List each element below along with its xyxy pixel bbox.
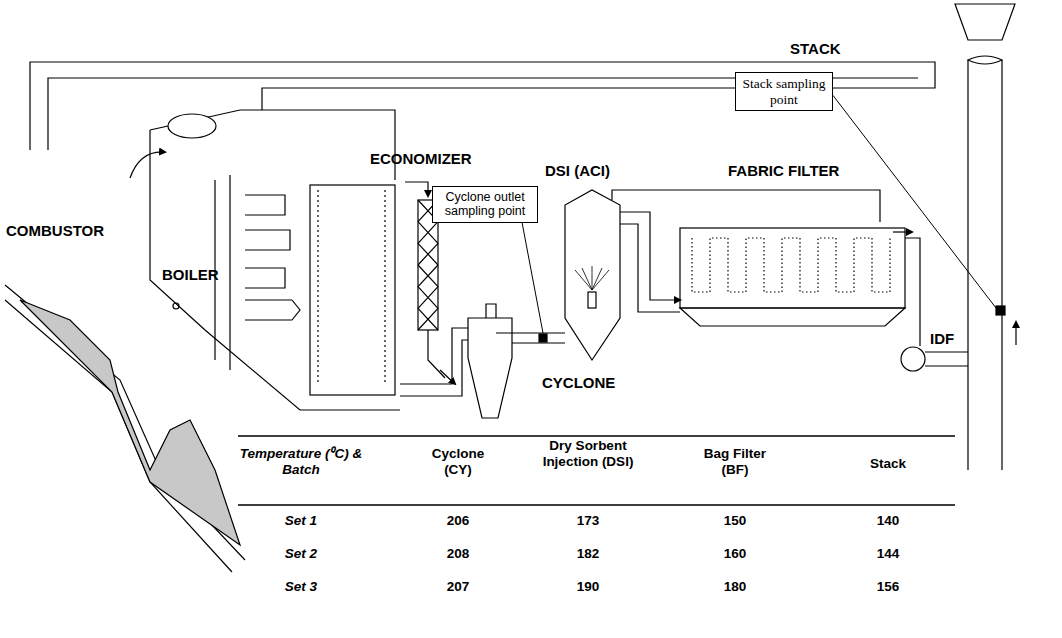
equipment-label: CYCLONE <box>542 374 615 391</box>
flue-duct <box>905 238 920 346</box>
equipment-label: STACK <box>790 40 841 57</box>
equipment-label: DSI (ACI) <box>545 162 610 179</box>
table-cell: 180 <box>690 579 780 595</box>
leader-line <box>522 223 543 333</box>
table-cell: 182 <box>538 546 638 562</box>
roof-duct <box>30 62 935 150</box>
table-cell: 140 <box>848 513 928 529</box>
flow-arrow <box>440 370 455 384</box>
table-cell: 208 <box>418 546 498 562</box>
flow-arrow <box>1015 322 1016 345</box>
flue-duct <box>400 328 468 396</box>
economizer-casing <box>310 185 395 395</box>
equipment-label: FABRIC FILTER <box>728 162 839 179</box>
sampling-point-marker <box>539 334 547 342</box>
flow-arrow <box>405 182 428 196</box>
callout-text: Cyclone outlet sampling point <box>437 190 533 219</box>
flue-duct <box>620 224 680 312</box>
table-header: Dry Sorbent Injection (DSI) <box>538 438 638 469</box>
stack-cap <box>955 4 1015 40</box>
table-cell: 156 <box>848 579 928 595</box>
table-header: Temperature (⁰C) & Batch <box>236 446 366 477</box>
steam-drum <box>168 114 216 138</box>
table-cell: 160 <box>690 546 780 562</box>
inspection-port <box>173 303 179 309</box>
flow-arrow <box>893 231 912 232</box>
equipment-label: BOILER <box>162 266 219 283</box>
table-cell: 144 <box>848 546 928 562</box>
fabric-filter-housing <box>680 228 905 308</box>
waste-pile <box>20 300 240 545</box>
table-cell: 173 <box>538 513 638 529</box>
table-row-label: Set 2 <box>236 546 366 562</box>
table-header: Bag Filter (BF) <box>690 446 780 477</box>
stack-pipe <box>968 60 1002 470</box>
equipment-label: ECONOMIZER <box>370 150 472 167</box>
table-header: Cyclone (CY) <box>418 446 498 477</box>
dsi-reactor <box>565 190 620 360</box>
induced-draft-fan <box>901 347 925 371</box>
stack-break <box>968 56 1002 64</box>
callout-box: Cyclone outlet sampling point <box>432 186 538 223</box>
flue-duct <box>925 352 968 366</box>
table-cell: 150 <box>690 513 780 529</box>
boiler-wall <box>150 110 395 180</box>
superheater-coil <box>245 195 300 320</box>
filter-bag <box>692 238 890 292</box>
table-header: Stack <box>848 456 928 472</box>
filter-hopper <box>680 308 905 326</box>
callout-text: Stack sampling point <box>740 76 828 107</box>
sorbent-nozzle <box>588 292 596 308</box>
sampling-point-marker <box>996 306 1005 315</box>
flow-arrow <box>130 152 165 178</box>
cyclone-outlet <box>486 304 496 318</box>
leader-line <box>833 95 996 308</box>
equipment-label: IDF <box>930 330 954 347</box>
grate-line <box>5 285 245 560</box>
equipment-label: COMBUSTOR <box>6 222 104 239</box>
table-cell: 207 <box>418 579 498 595</box>
boiler-wall <box>150 130 400 410</box>
economizer-tube <box>318 190 385 385</box>
flue-duct <box>496 333 565 343</box>
table-cell: 206 <box>418 513 498 529</box>
callout-box: Stack sampling point <box>735 72 833 111</box>
flue-duct <box>620 212 680 300</box>
sorbent-spray <box>575 266 609 290</box>
bypass-duct <box>612 190 880 222</box>
table-cell: 190 <box>538 579 638 595</box>
table-row-label: Set 1 <box>236 513 366 529</box>
table-row-label: Set 3 <box>236 579 366 595</box>
